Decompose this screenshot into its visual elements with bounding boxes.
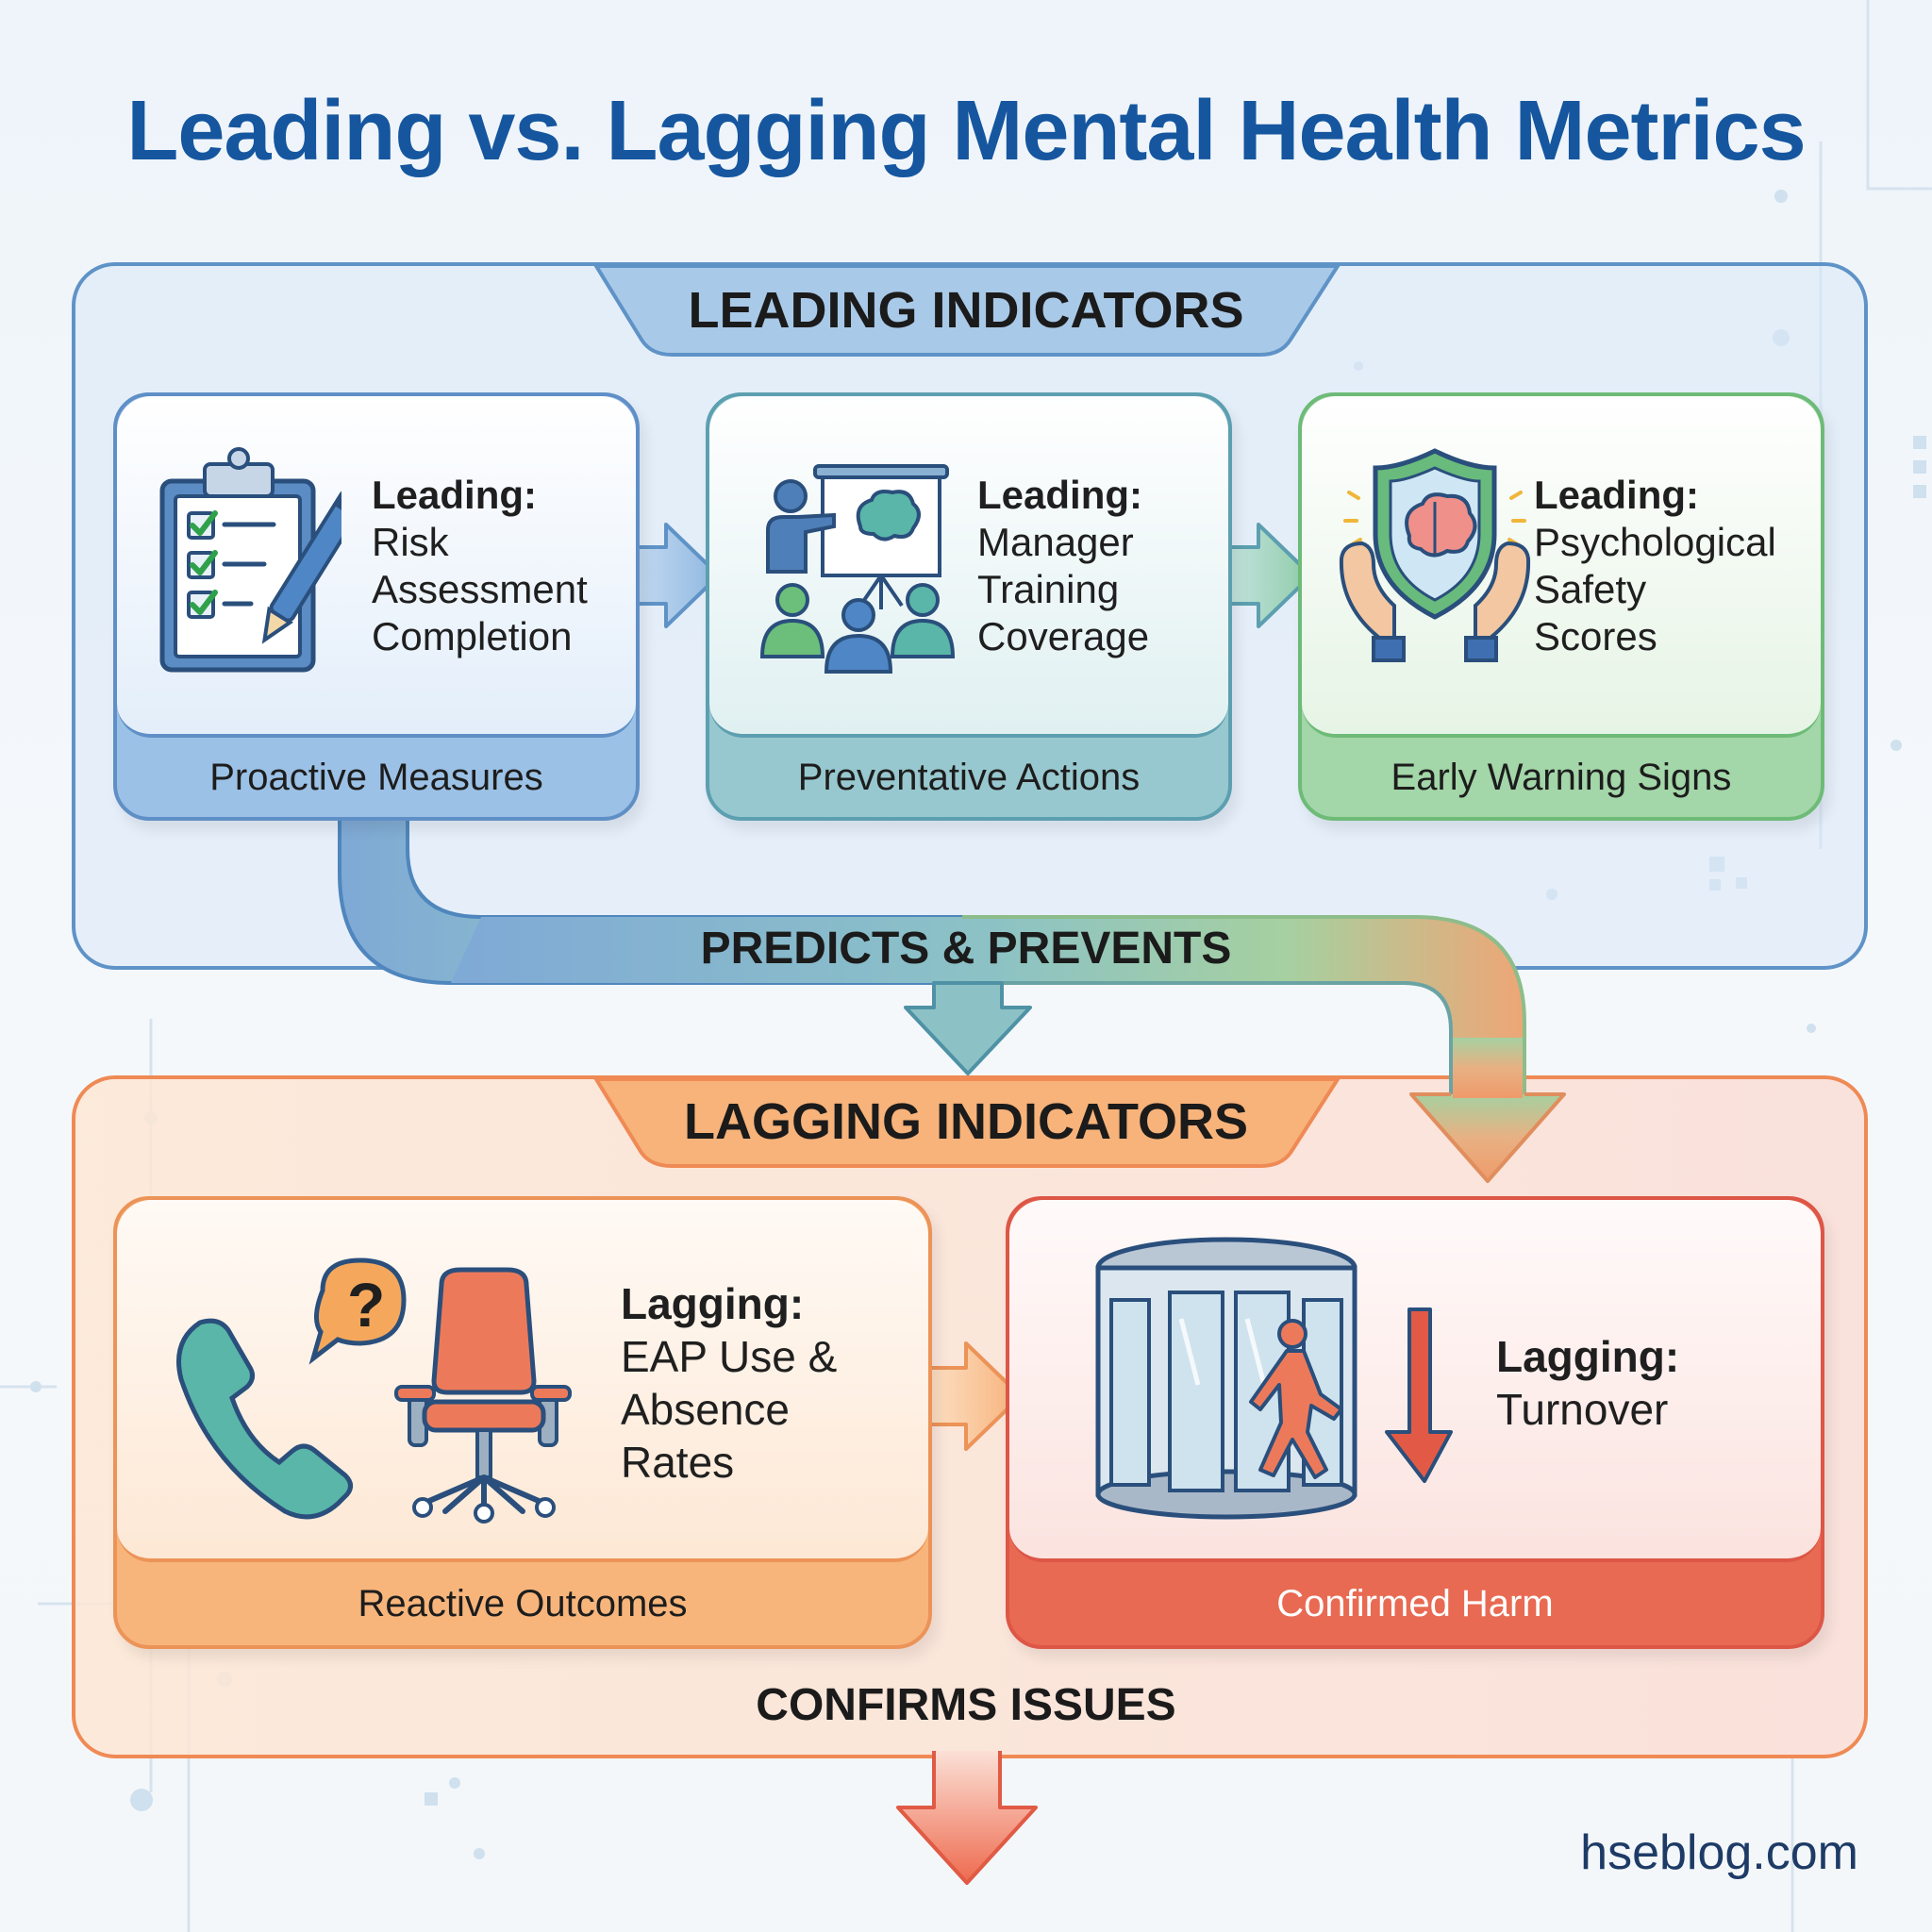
card5-line1: Turnover (1496, 1385, 1669, 1434)
card2-line3: Coverage (977, 614, 1150, 658)
card1-footer: Proactive Measures (209, 757, 543, 798)
card2-line1: Manager (977, 520, 1134, 564)
confirms-issues-label: CONFIRMS ISSUES (756, 1680, 1176, 1730)
footer-domain: hseblog.com (1580, 1825, 1858, 1880)
phone-chair-icon: ? (176, 1257, 572, 1524)
card1-prefix: Leading: (372, 473, 537, 517)
card2-footer: Preventative Actions (797, 757, 1141, 798)
card1-line3: Completion (372, 614, 573, 658)
card3-prefix: Leading: (1534, 473, 1699, 517)
card2-line2: Training (977, 567, 1120, 611)
card2-prefix: Leading: (977, 473, 1142, 517)
leading-header-text: LEADING INDICATORS (688, 282, 1244, 339)
card-risk-assessment: Leading: Risk Assessment Completion Proa… (113, 392, 640, 821)
card4-line1: EAP Use & (621, 1332, 838, 1381)
brain-shield-hands-icon (1339, 448, 1531, 662)
bottom-down-arrow (896, 1751, 1038, 1885)
card4-line2: Absence (621, 1385, 791, 1434)
card-turnover: Lagging: Turnover Confirmed Harm (1006, 1196, 1824, 1649)
card1-line1: Risk (372, 520, 449, 564)
predicts-prevents-label: PREDICTS & PREVENTS (700, 924, 1232, 974)
question-mark-glyph: ? (347, 1270, 385, 1340)
revolving-door-exit-icon (1095, 1237, 1453, 1520)
card5-prefix: Lagging: (1496, 1332, 1680, 1381)
training-presentation-icon (759, 464, 956, 674)
card4-line3: Rates (621, 1438, 735, 1487)
card-manager-training: Leading: Manager Training Coverage Preve… (706, 392, 1232, 821)
page-title: Leading vs. Lagging Mental Health Metric… (126, 84, 1806, 178)
lagging-header-text: LAGGING INDICATORS (683, 1093, 1248, 1150)
card4-prefix: Lagging: (621, 1279, 805, 1328)
card3-line2: Safety (1534, 567, 1647, 611)
card5-footer: Confirmed Harm (1276, 1583, 1554, 1624)
card-psychological-safety: Leading: Psychological Safety Scores Ear… (1298, 392, 1824, 821)
card1-line2: Assessment (372, 567, 588, 611)
card-eap-absence: ? Lagging: EAP Use & Absence Rates React… (113, 1196, 932, 1649)
down-arrow-icon (1385, 1307, 1453, 1483)
card3-footer: Early Warning Signs (1391, 757, 1732, 798)
card3-line3: Scores (1534, 614, 1657, 658)
card3-line1: Psychological (1534, 520, 1776, 564)
card4-footer: Reactive Outcomes (358, 1583, 688, 1624)
clipboard-checklist-icon (159, 447, 341, 673)
